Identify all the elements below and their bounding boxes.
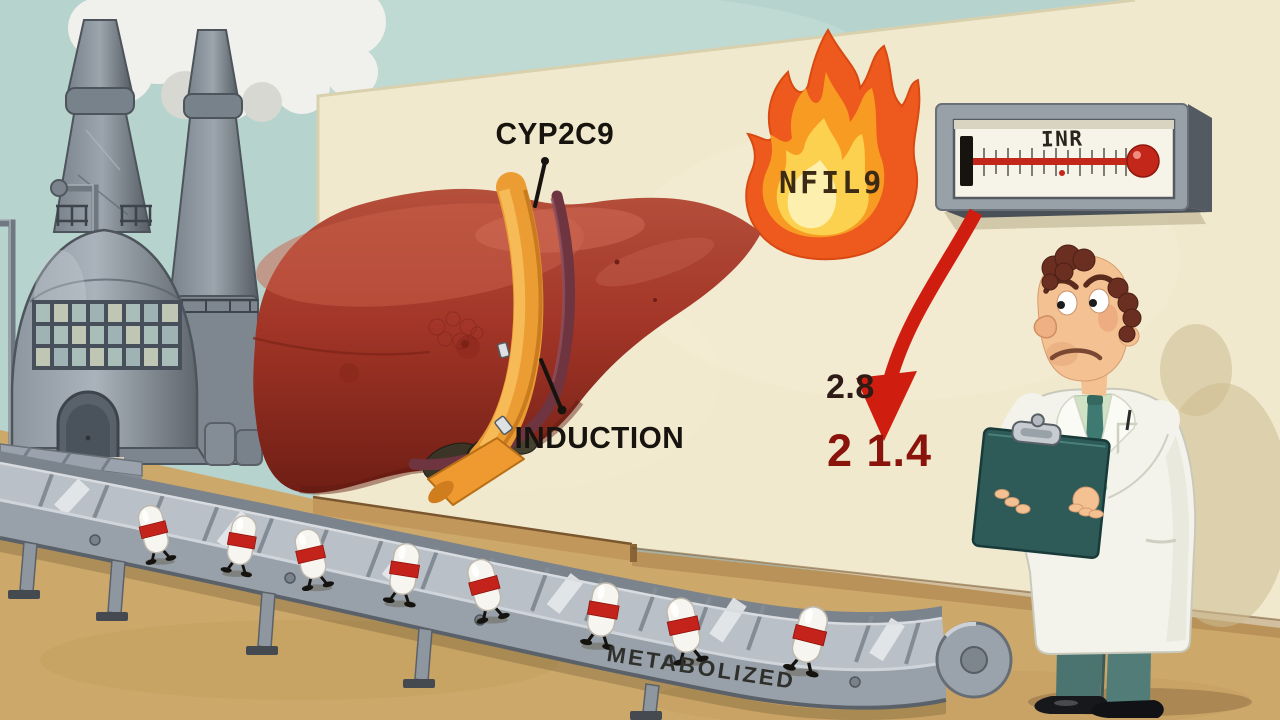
doctor-eye — [1088, 288, 1110, 314]
fire — [745, 27, 921, 261]
pill — [294, 528, 335, 592]
liver-bump — [339, 363, 359, 383]
gauge-dot — [1059, 170, 1065, 176]
doctor-shoe — [1034, 696, 1109, 714]
liver-texture — [428, 311, 484, 350]
pill — [382, 542, 421, 608]
factory-drum — [235, 429, 263, 466]
doctor-hair — [1041, 244, 1142, 343]
gauge-bulb — [1126, 144, 1160, 178]
doctor-nose — [1033, 315, 1058, 339]
doctor-eye — [1056, 290, 1078, 316]
pill — [467, 558, 510, 624]
leader-lines — [533, 157, 567, 415]
inr-gauge — [935, 103, 1212, 230]
inr-before-value: 2.8 — [826, 368, 875, 406]
gauge-depth-side — [1188, 104, 1212, 212]
liver — [252, 157, 761, 506]
doctor-hands — [994, 486, 1104, 519]
clipboard — [971, 413, 1111, 560]
gauge-title: INR — [1040, 126, 1084, 152]
coat-side-pocket — [1145, 538, 1177, 544]
doctor-shoe — [1090, 700, 1164, 718]
pill — [666, 597, 709, 666]
conveyor-legs — [8, 541, 662, 720]
strap-clasp — [497, 341, 510, 359]
doctor-head — [1033, 244, 1142, 382]
label-cyp2c9: CYP2C9 — [495, 116, 615, 151]
pill — [783, 606, 829, 678]
smokestack-2 — [168, 29, 260, 465]
conveyor-drum — [935, 621, 1013, 699]
liver-bump — [456, 335, 480, 359]
pill — [137, 504, 177, 565]
doctor-frown — [1049, 348, 1103, 361]
doctor — [971, 244, 1280, 718]
gauge-bar — [973, 158, 1135, 165]
gauge-left-stop — [960, 136, 973, 186]
pills — [137, 504, 829, 678]
label-nfil9: NFIL9 — [779, 166, 885, 201]
conveyor-bolts — [89, 534, 861, 688]
liver-crease — [252, 336, 431, 356]
inr-after-value: 2 1.4 — [827, 425, 933, 476]
pen-icon — [1125, 409, 1132, 431]
liver-cord — [408, 190, 575, 471]
inr-drop-arrow — [856, 208, 983, 441]
smokestack-1 — [52, 19, 152, 233]
pill — [580, 582, 620, 651]
catwalk-railing — [56, 204, 152, 226]
liver-strap — [427, 172, 544, 506]
pill — [220, 515, 257, 578]
factory-drum — [204, 422, 236, 466]
label-induction: INDUCTION — [514, 420, 685, 455]
doctor-right-arm — [1082, 400, 1180, 508]
strap-clasp — [494, 415, 513, 435]
